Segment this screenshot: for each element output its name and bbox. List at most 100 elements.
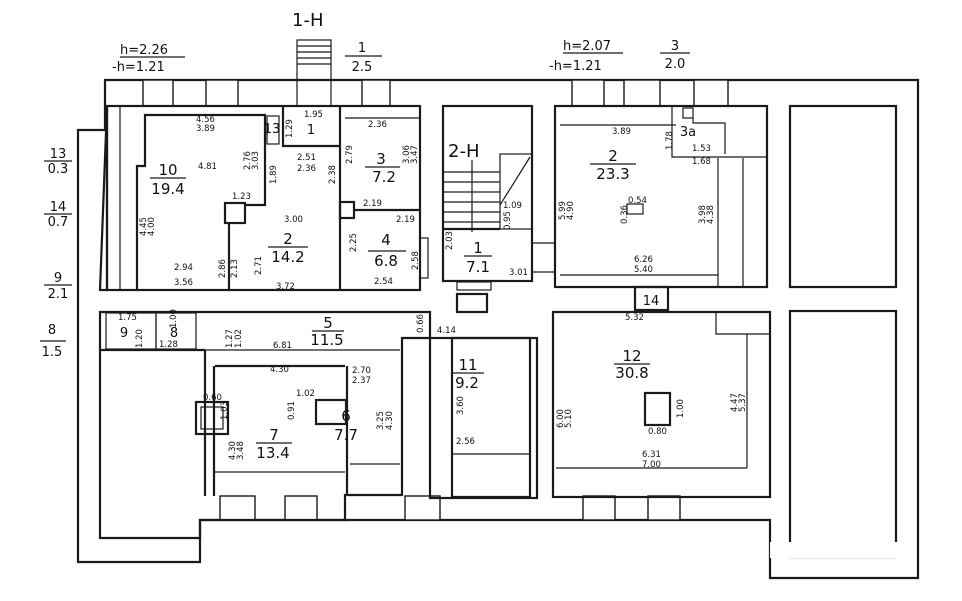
svg-text:8: 8 (170, 326, 178, 341)
svg-text:0.36: 0.36 (620, 205, 630, 224)
svg-text:9: 9 (54, 271, 62, 286)
right-box-upper (788, 104, 898, 289)
svg-text:3.03: 3.03 (251, 151, 261, 170)
svg-text:1.68: 1.68 (692, 157, 711, 167)
svg-text:2.54: 2.54 (374, 277, 393, 287)
svg-text:4.47: 4.47 (730, 393, 740, 412)
svg-text:6.8: 6.8 (374, 252, 398, 270)
svg-text:1: 1 (307, 123, 315, 138)
svg-text:1.29: 1.29 (285, 119, 295, 138)
svg-text:3а: 3а (680, 125, 696, 140)
room-labels: 1 214.2 37.2 46.8 511.5 67.7 713.4 8 9 1… (120, 122, 696, 462)
svg-text:1: 1 (358, 41, 366, 56)
svg-text:2.19: 2.19 (363, 199, 382, 209)
svg-text:13.4: 13.4 (256, 444, 289, 462)
svg-text:2: 2 (608, 147, 618, 165)
svg-text:1.02: 1.02 (296, 389, 315, 399)
svg-text:12: 12 (622, 347, 641, 365)
svg-text:4.14: 4.14 (437, 326, 456, 336)
svg-text:5.37: 5.37 (738, 393, 748, 412)
svg-text:2.25: 2.25 (349, 233, 359, 252)
svg-text:3: 3 (671, 39, 679, 54)
svg-text:1.5: 1.5 (42, 345, 63, 360)
svg-text:2.71: 2.71 (254, 256, 264, 275)
svg-text:3.98: 3.98 (698, 205, 708, 224)
svg-text:1.53: 1.53 (692, 144, 711, 154)
outside-areas: 12.5 32.0 130.3 140.7 92.1 81.5 (40, 39, 690, 360)
svg-text:3.56: 3.56 (174, 278, 193, 288)
svg-text:2.36: 2.36 (297, 164, 316, 174)
svg-text:1: 1 (473, 239, 483, 257)
svg-text:2.37: 2.37 (352, 376, 371, 386)
svg-text:13: 13 (264, 122, 281, 137)
svg-text:3.47: 3.47 (410, 145, 420, 164)
svg-text:14: 14 (643, 294, 660, 309)
svg-text:2.94: 2.94 (174, 263, 193, 273)
svg-text:19.4: 19.4 (151, 180, 184, 198)
svg-text:13: 13 (50, 147, 67, 162)
svg-text:6.26: 6.26 (634, 255, 653, 265)
svg-text:0.7: 0.7 (48, 215, 69, 230)
svg-text:23.3: 23.3 (596, 165, 629, 183)
svg-text:5.10: 5.10 (564, 409, 574, 428)
svg-text:2.19: 2.19 (396, 215, 415, 225)
svg-text:2.36: 2.36 (368, 120, 387, 130)
svg-text:9.2: 9.2 (455, 374, 479, 392)
svg-text:4.56: 4.56 (196, 115, 215, 125)
watermark (770, 542, 910, 558)
entrance-stair-1h (296, 39, 332, 107)
svg-text:0.80: 0.80 (648, 427, 667, 437)
svg-text:1.02: 1.02 (234, 329, 244, 348)
svg-text:7.1: 7.1 (466, 258, 490, 276)
svg-text:11: 11 (458, 356, 477, 374)
svg-text:10: 10 (158, 161, 177, 179)
svg-text:2.03: 2.03 (445, 231, 455, 250)
windows (142, 79, 729, 521)
svg-text:7: 7 (269, 426, 279, 444)
rooms-lower-right (450, 310, 772, 499)
svg-text:4.45: 4.45 (139, 217, 149, 236)
svg-text:0.95: 0.95 (503, 211, 513, 230)
outer-wall (76, 78, 920, 580)
svg-text:5.32: 5.32 (625, 313, 644, 323)
height-right: h=2.07 (563, 39, 611, 54)
svg-text:0.3: 0.3 (48, 162, 69, 177)
svg-text:3.72: 3.72 (276, 282, 295, 292)
svg-text:2.79: 2.79 (345, 145, 355, 164)
svg-text:7.2: 7.2 (372, 168, 396, 186)
svg-text:4.81: 4.81 (198, 162, 217, 172)
svg-text:3.06: 3.06 (402, 145, 412, 164)
svg-text:6.00: 6.00 (556, 409, 566, 428)
svg-text:11.5: 11.5 (310, 331, 343, 349)
svg-text:3.89: 3.89 (612, 127, 631, 137)
svg-text:1.89: 1.89 (269, 165, 279, 184)
svg-text:3.01: 3.01 (509, 268, 528, 278)
svg-text:1.03: 1.03 (220, 401, 230, 420)
svg-text:2.70: 2.70 (352, 366, 371, 376)
stair-2h (441, 104, 555, 314)
svg-text:7.00: 7.00 (642, 460, 661, 470)
svg-text:4: 4 (381, 231, 391, 249)
svg-text:3.00: 3.00 (284, 215, 303, 225)
svg-text:3: 3 (376, 150, 386, 168)
svg-text:8: 8 (48, 323, 56, 338)
svg-text:14.2: 14.2 (271, 248, 304, 266)
neg-height-left: -h=1.21 (112, 60, 165, 75)
svg-text:3.89: 3.89 (196, 124, 215, 134)
svg-text:1.00: 1.00 (169, 309, 179, 328)
svg-text:6.81: 6.81 (273, 341, 292, 351)
svg-text:5.40: 5.40 (634, 265, 653, 275)
svg-text:1.28: 1.28 (159, 340, 178, 350)
svg-text:5.99: 5.99 (558, 201, 568, 220)
svg-text:5: 5 (323, 314, 333, 332)
svg-text:0.60: 0.60 (203, 393, 222, 403)
svg-text:1.78: 1.78 (665, 131, 675, 150)
svg-text:6: 6 (341, 407, 351, 425)
unit-1h-label: 1-Н (292, 10, 323, 31)
svg-text:2.1: 2.1 (48, 287, 69, 302)
svg-text:2.38: 2.38 (328, 165, 338, 184)
svg-text:1.00: 1.00 (676, 399, 686, 418)
svg-text:2.0: 2.0 (665, 57, 686, 72)
svg-text:4.00: 4.00 (147, 217, 157, 236)
